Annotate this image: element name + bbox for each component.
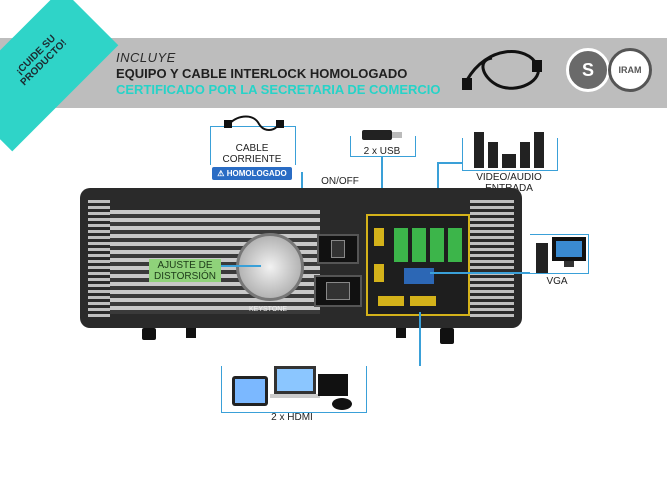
av-ports: [394, 228, 464, 262]
cable-bracket: [210, 126, 296, 165]
power-cable-image: [462, 50, 542, 90]
right-vent: [470, 200, 514, 318]
hdmi-port-2: [410, 296, 436, 306]
hdmi-label: 2 x HDMI: [271, 412, 313, 423]
distortion-label: AJUSTE DE DISTORSIÓN: [149, 259, 221, 282]
vga-port: [404, 268, 434, 284]
hdmi-devices-image: [232, 366, 352, 410]
vga-leader-line: [430, 272, 530, 274]
usb-label: 2 x USB: [363, 146, 401, 157]
usb-bracket: [350, 136, 416, 157]
safety-s-badge: S: [566, 48, 610, 92]
homologado-badge: ⚠ HOMOLOGADO: [212, 167, 292, 180]
on-off-label: ON/OFF: [321, 176, 359, 187]
foot-right-2: [396, 328, 406, 338]
banner-line-2: CERTIFICADO POR LA SECRETARIA DE COMERCI…: [116, 82, 441, 97]
hdmi-leader-line: [419, 312, 421, 366]
foot-left-2: [186, 328, 196, 338]
input-panel: [366, 214, 470, 316]
banner-line-1: EQUIPO Y CABLE INTERLOCK HOMOLOGADO: [116, 66, 408, 81]
video-audio-bracket: [462, 138, 558, 171]
keystone-knob[interactable]: [236, 233, 304, 301]
video-audio-leader-h: [437, 162, 462, 164]
hdmi-port-1: [378, 296, 404, 306]
foot-left: [142, 328, 156, 340]
keystone-label: KEYSTONE: [249, 306, 287, 313]
vga-bracket: [530, 234, 589, 274]
homologado-label: HOMOLOGADO: [226, 169, 287, 178]
distortion-leader-line: [221, 265, 261, 267]
vga-label: VGA: [546, 276, 568, 287]
hdmi-bracket: [221, 366, 367, 413]
power-cable-small-icon: [224, 115, 284, 131]
banner-includes: INCLUYE: [116, 50, 176, 65]
cable-corriente-label: CABLE CORRIENTE: [222, 143, 282, 165]
iram-badge: IRAM: [608, 48, 652, 92]
power-switch[interactable]: [317, 234, 359, 264]
foot-right: [440, 328, 454, 344]
usb-port-2: [374, 264, 384, 282]
warning-icon: ⚠: [217, 169, 227, 178]
left-vent: [88, 200, 110, 318]
desktop-pc-icon: [536, 237, 586, 273]
power-socket: [314, 275, 362, 307]
home-theater-icon: [474, 132, 544, 168]
usb-stick-icon: [362, 130, 402, 140]
usb-port-1: [374, 228, 384, 246]
